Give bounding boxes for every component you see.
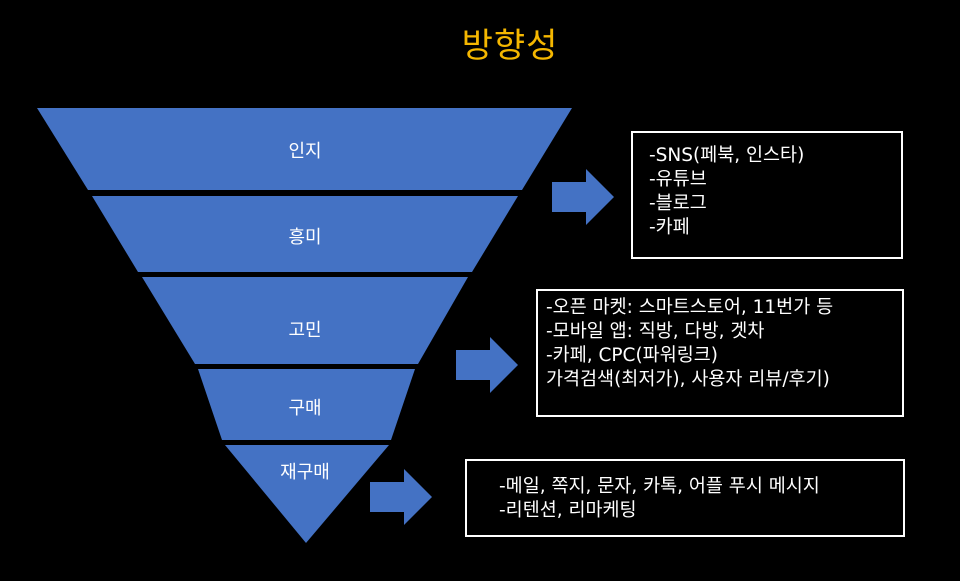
stage-label-interest: 흥미 [288, 227, 322, 248]
right-arrow-icon [456, 337, 518, 393]
box-line: 가격검색(최저가), 사용자 리뷰/후기) [546, 369, 830, 390]
box-line: -SNS(페북, 인스타) [649, 145, 805, 166]
funnel-segment-consideration [142, 277, 468, 364]
stage-label-purchase: 구매 [288, 398, 322, 419]
stage-label-awareness: 인지 [288, 141, 322, 162]
box-line: -오픈 마켓: 스마트스토어, 11번가 등 [546, 297, 834, 318]
funnel-segment-purchase [198, 369, 415, 440]
stage-label-repurchase: 재구매 [280, 462, 330, 483]
right-arrow-icon [552, 169, 614, 225]
stage-label-consideration: 고민 [288, 320, 322, 341]
box-line: -카페, CPC(파워링크) [546, 345, 718, 366]
box-line: -리텐션, 리마케팅 [499, 500, 637, 521]
info-box-retention-channels: -메일, 쪽지, 문자, 카톡, 어플 푸시 메시지 -리텐션, 리마케팅 [465, 459, 905, 537]
box-line: -모바일 앱: 직방, 다방, 겟차 [546, 321, 765, 342]
box-line: -메일, 쪽지, 문자, 카톡, 어플 푸시 메시지 [499, 476, 820, 497]
box-line: -블로그 [649, 193, 707, 214]
box-line: -유튜브 [649, 169, 707, 190]
info-box-awareness-channels: -SNS(페북, 인스타) -유튜브 -블로그 -카페 [631, 131, 903, 259]
info-box-consideration-channels: -오픈 마켓: 스마트스토어, 11번가 등 -모바일 앱: 직방, 다방, 겟… [536, 289, 904, 417]
slide-title: 방향성 [461, 26, 559, 66]
right-arrow-icon [370, 469, 432, 525]
box-line: -카페 [649, 217, 690, 238]
funnel-segment-awareness [37, 108, 572, 190]
funnel-segment-repurchase [225, 445, 389, 543]
funnel-segment-interest [92, 196, 518, 272]
